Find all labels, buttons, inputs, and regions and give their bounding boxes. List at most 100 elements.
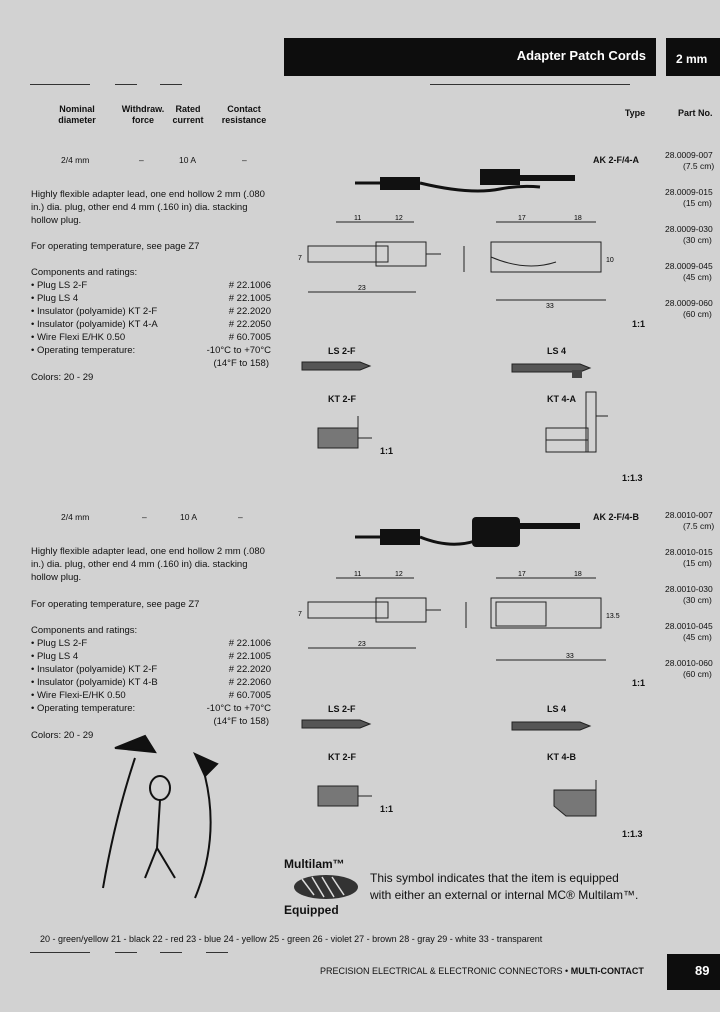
rated-value: 10 A — [179, 155, 197, 165]
part-length: (60 cm) — [683, 309, 712, 319]
component-name: • Insulator (polyamide) KT 2-F — [31, 664, 158, 675]
component-row: • Insulator (polyamide) KT 2-F# 22.2020 — [31, 305, 271, 318]
dim-label: 18 — [574, 215, 582, 222]
part-number-item: 28.0010-030(30 cm) — [665, 584, 720, 621]
component-name: • Wire Flexi-E/HK 0.50 — [31, 690, 126, 701]
part-length: (15 cm) — [683, 198, 712, 208]
insulator-kt4-drawing — [545, 391, 608, 453]
component-row: • Plug LS 4 # 22.1005 — [31, 650, 271, 663]
part-number: 28.0010-045 — [665, 621, 713, 631]
col-withdraw: Withdraw. force — [121, 104, 165, 125]
component-row: • Insulator (polyamide) KT 2-F# 22.2020 — [31, 663, 271, 676]
part-length: (15 cm) — [683, 558, 712, 568]
multilam-title: Multilam™ — [284, 857, 345, 871]
scale-label: 1:1 — [380, 804, 394, 814]
withdraw-value: – — [142, 512, 147, 522]
part-number-list: 28.0009-007(7.5 cm) 28.0009-015(15 cm) 2… — [665, 150, 720, 335]
temp-fahrenheit: (14°F to 158) — [213, 716, 269, 727]
part-number-item: 28.0009-060(60 cm) — [665, 298, 720, 335]
components-title: Components and ratings: — [31, 267, 138, 278]
component-code: # 22.1005 — [228, 651, 271, 662]
dim-label: 12 — [395, 571, 403, 578]
part-label-kt2f: KT 2-F — [328, 752, 356, 762]
dim-label: 33 — [566, 653, 574, 660]
part-number: 28.0010-060 — [665, 658, 713, 668]
page-number-box: 89 — [667, 954, 720, 990]
part-number-item: 28.0010-045(45 cm) — [665, 621, 720, 658]
component-row: • Plug LS 2-F # 22.1006 — [31, 637, 271, 650]
insulator-kt4-drawing — [553, 780, 597, 817]
description-line: Highly flexible adapter lead, one end ho… — [31, 546, 265, 557]
component-code: -10°C to +70°C — [206, 703, 271, 714]
section-tab: 2 mm — [666, 38, 720, 76]
multilam-text-line: This symbol indicates that the item is e… — [370, 871, 619, 885]
component-code: # 60.7005 — [228, 332, 271, 343]
component-row: • Wire Flexi E/HK 0.50# 60.7005 — [31, 331, 271, 344]
description: Highly flexible adapter lead, one end ho… — [31, 545, 281, 584]
multilam-logo-icon — [294, 875, 358, 899]
part-length: (30 cm) — [683, 235, 712, 245]
component-code: -10°C to +70°C — [206, 345, 271, 356]
dimension-drawing: 11 12 7 23 17 18 13.5 33 — [298, 571, 620, 661]
header-rule — [430, 84, 630, 85]
part-length: (7.5 cm) — [683, 161, 715, 171]
component-name: • Operating temperature: — [31, 703, 136, 714]
footer-rule — [115, 952, 137, 953]
section-tab-label: 2 mm — [676, 52, 708, 66]
part-number: 28.0009-007 — [665, 150, 713, 160]
component-name: • Plug LS 4 — [31, 651, 79, 662]
description-line: in.) dia. plug, other end 4 mm (.160 in)… — [31, 559, 248, 570]
plug-ls4-drawing — [511, 363, 592, 378]
part-number-item: 28.0009-007(7.5 cm) — [665, 150, 720, 187]
adapter-cable-photo — [355, 169, 575, 193]
nominal-value: 2/4 mm — [61, 155, 90, 165]
part-number: 28.0010-015 — [665, 547, 713, 557]
type-name: AK 2-F/4-B — [593, 512, 640, 522]
footer-brand: MULTI-CONTACT — [570, 966, 644, 976]
component-row: • Operating temperature:-10°C to +70°C — [31, 344, 271, 357]
dim-label: 10 — [606, 257, 614, 264]
component-row: • Operating temperature: -10°C to +70°C — [31, 702, 271, 715]
dim-label: 17 — [518, 571, 526, 578]
part-label-ls4: LS 4 — [547, 704, 567, 714]
scale-label: 1:1 — [632, 319, 646, 329]
part-number-item: 28.0009-045(45 cm) — [665, 261, 720, 298]
component-name: • Insulator (polyamide) KT 4-A — [31, 319, 158, 330]
colors-note: Colors: 20 - 29 — [31, 372, 94, 383]
component-row: • Insulator (polyamide) KT 4-A # 22.2050 — [31, 318, 271, 331]
scale-label: 1:1.3 — [622, 829, 643, 839]
dim-label: 18 — [574, 571, 582, 578]
components-list: • Plug LS 2-F # 22.1006 • Plug LS 4 # 22.1… — [31, 637, 271, 728]
withdraw-value: – — [139, 155, 144, 165]
component-code: # 22.2050 — [228, 319, 271, 330]
footer-tagline: PRECISION ELECTRICAL & ELECTRONIC CONNEC… — [320, 966, 563, 976]
dim-label: 11 — [354, 215, 361, 222]
description-line: hollow plug. — [31, 572, 82, 583]
component-code: # 22.1006 — [228, 638, 271, 649]
components-title: Components and ratings: — [31, 625, 138, 636]
description-line: Highly flexible adapter lead, one end ho… — [31, 189, 265, 200]
col-nominal: Nominal diameter — [58, 104, 96, 125]
component-row: • Plug LS 4# 22.1005 — [31, 292, 271, 305]
component-name: • Plug LS 2-F — [31, 638, 88, 649]
part-length: (60 cm) — [683, 669, 712, 679]
part-number: 28.0009-045 — [665, 261, 713, 271]
component-row: • Insulator (polyamide) KT 4-B# 22.2060 — [31, 676, 271, 689]
header-bar: Adapter Patch Cords — [284, 38, 656, 76]
footer-rule — [160, 952, 182, 953]
scale-label: 1:1.3 — [622, 473, 643, 483]
col-rated: Rated current — [172, 104, 204, 125]
multilam-subtitle: Equipped — [284, 903, 339, 917]
part-label-ls4: LS 4 — [547, 346, 567, 356]
dim-label: 7 — [298, 255, 302, 262]
dim-label: 11 — [354, 571, 361, 578]
component-name: • Plug LS 4 — [31, 293, 79, 304]
col-part: Part No. — [678, 108, 713, 118]
col-type: Type — [624, 108, 646, 118]
plug-ls4-drawing — [511, 721, 592, 731]
component-code: # 22.2060 — [228, 677, 271, 688]
cartoon-illustration — [102, 734, 219, 899]
plug-ls2f-drawing — [301, 361, 372, 371]
component-code: # 60.7005 — [228, 690, 271, 701]
part-number-item: 28.0009-030(30 cm) — [665, 224, 720, 261]
